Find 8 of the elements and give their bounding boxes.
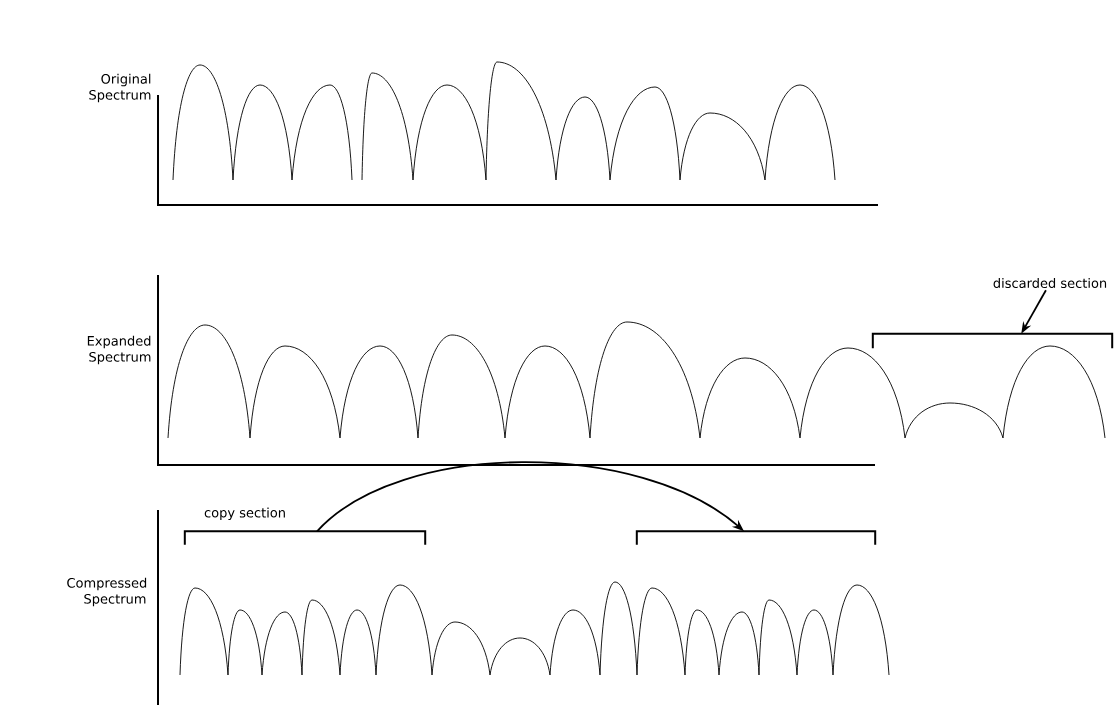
spectrum-label: Expanded Spectrum xyxy=(87,335,151,365)
spectrum-label: Compressed Spectrum xyxy=(67,577,147,607)
spectrum-label: Original Spectrum xyxy=(89,73,151,103)
annotation-text: discarded section xyxy=(993,277,1107,289)
bracket xyxy=(183,530,427,546)
bracket-label: copy section xyxy=(204,507,285,521)
bracket xyxy=(871,332,1114,350)
bracket xyxy=(635,530,877,546)
